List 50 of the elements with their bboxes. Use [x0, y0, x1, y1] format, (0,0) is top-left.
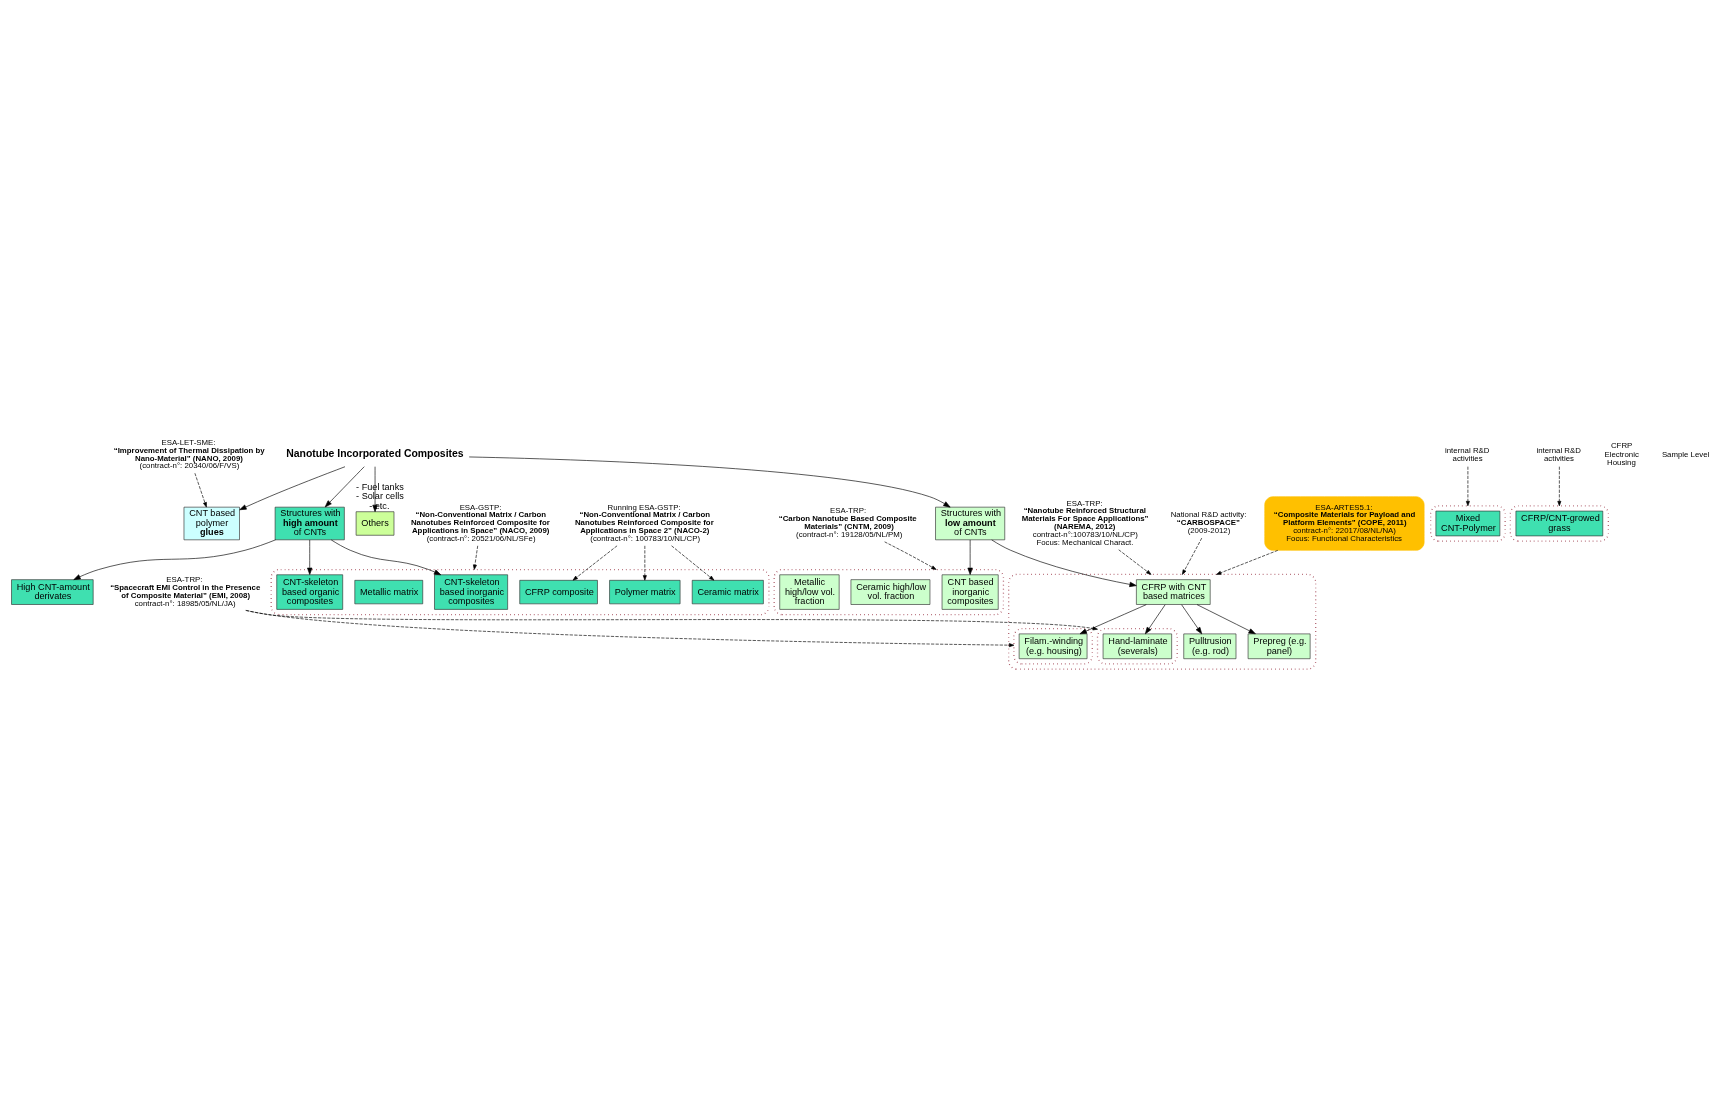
arrow: [967, 539, 973, 575]
arrow: [1145, 604, 1166, 635]
arrow: [1079, 604, 1147, 635]
arrow: [1118, 549, 1152, 575]
arrow: [572, 545, 618, 581]
node-box: Metallic high/low vol. fraction: [779, 574, 840, 610]
arrow: [671, 545, 715, 581]
node-box: Mixed CNT-Polymer: [1435, 510, 1501, 537]
node-box: Ceramic matrix: [691, 580, 764, 605]
arrow: [1465, 466, 1470, 507]
node-box: Hand-laminate (severals): [1102, 633, 1172, 660]
node-box: Others: [355, 511, 395, 536]
node-label: - Fuel tanks: [356, 481, 404, 492]
node-box: Filam.-winding (e.g. housing): [1018, 633, 1088, 660]
arrow: [642, 545, 647, 581]
arrow: [372, 466, 378, 513]
arrow: [245, 610, 1098, 631]
node-box: CNT based inorganic composites: [941, 574, 999, 610]
arrow: [73, 539, 276, 580]
arrow: [307, 539, 313, 575]
arrow: [884, 541, 937, 570]
node-box: CFRP/CNT-growed grass: [1515, 510, 1604, 537]
node-text: Nanotube Incorporated Composites: [286, 447, 464, 459]
arrow: [1557, 466, 1562, 507]
arrow: [1182, 537, 1203, 575]
node-box: Polymer matrix: [609, 580, 681, 605]
arrow: [330, 539, 442, 576]
arrow: [1181, 604, 1203, 635]
node-box: CNT-skeleton based inorganic composites: [434, 574, 508, 610]
arrow: [468, 456, 951, 508]
node-box: Structures with high amount of CNTs: [274, 506, 345, 541]
node-box: Pulltrusion (e.g. rod): [1183, 633, 1237, 660]
arrow: [239, 466, 346, 511]
node-box: Prepreg (e.g. panel): [1247, 633, 1311, 660]
node-box: CFRP composite: [519, 580, 598, 605]
node-box: CNT based polymer glues: [183, 506, 240, 541]
arrow: [1216, 550, 1279, 575]
node-box: Metallic matrix: [354, 580, 424, 605]
arrow: [194, 472, 207, 508]
cluster: [1509, 505, 1609, 542]
arrow: [1196, 604, 1256, 635]
arrow: [324, 466, 365, 508]
node-box: CFRP with CNT based matrices: [1136, 579, 1211, 605]
arrow: [991, 539, 1137, 587]
node-box: Ceramic high/low vol. fraction: [850, 579, 931, 605]
node-box: Structures with low amount of CNTs: [935, 506, 1006, 541]
node-box: CNT-skeleton based organic composites: [276, 574, 344, 610]
node-box: High CNT-amount derivates: [11, 579, 94, 605]
arrow: [473, 545, 479, 570]
node-label: - Solar cells: [356, 491, 404, 502]
